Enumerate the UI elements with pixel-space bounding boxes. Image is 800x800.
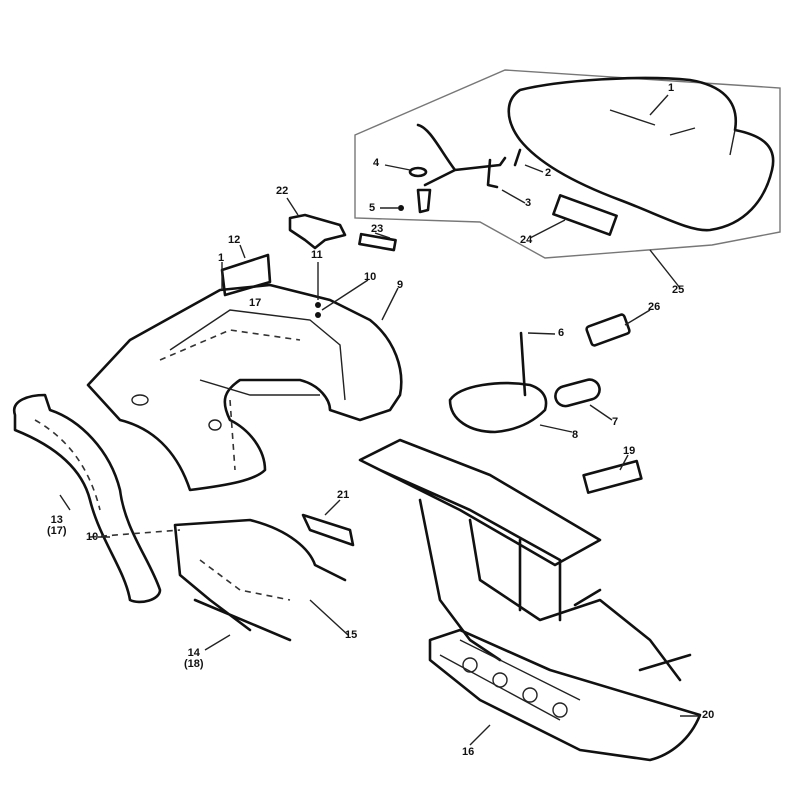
washer bbox=[408, 166, 428, 178]
seat-cushion bbox=[507, 76, 775, 232]
callout-17: 17 bbox=[249, 297, 262, 309]
callout-25: 25 bbox=[672, 284, 685, 296]
callout-14-18: 14 (18) bbox=[184, 647, 204, 670]
latch-hook bbox=[486, 148, 522, 189]
nut bbox=[398, 205, 404, 211]
pad-19 bbox=[582, 459, 643, 494]
callout-24: 24 bbox=[520, 234, 533, 246]
callout-9: 9 bbox=[397, 279, 404, 291]
callout-26: 26 bbox=[648, 301, 661, 313]
callout-23: 23 bbox=[371, 223, 384, 235]
latch-bracket bbox=[416, 188, 432, 214]
callout-1: 1 bbox=[668, 82, 675, 94]
callout-15: 15 bbox=[345, 629, 358, 641]
callout-13-17: 13 (17) bbox=[47, 514, 67, 537]
callout-5: 5 bbox=[369, 202, 376, 214]
callout-1-fender: 1 bbox=[218, 252, 225, 264]
callout-19: 19 bbox=[623, 445, 636, 457]
bolt-6 bbox=[519, 331, 527, 397]
pad-7 bbox=[554, 378, 601, 408]
tube-26 bbox=[585, 313, 631, 347]
frame bbox=[358, 438, 682, 682]
footrest-13 bbox=[12, 393, 162, 604]
callout-22: 22 bbox=[276, 185, 289, 197]
mud-flap-12 bbox=[220, 253, 272, 297]
strip-23 bbox=[358, 232, 397, 252]
callout-2: 2 bbox=[545, 167, 552, 179]
seat-group-outline bbox=[354, 69, 781, 259]
callout-3: 3 bbox=[525, 197, 532, 209]
callout-7: 7 bbox=[612, 416, 619, 428]
callout-16: 16 bbox=[462, 746, 475, 758]
leader-lines bbox=[59, 94, 700, 746]
callout-4: 4 bbox=[373, 157, 380, 169]
callout-6: 6 bbox=[558, 327, 565, 339]
seat-pad bbox=[552, 194, 618, 236]
footwell-14 bbox=[173, 518, 347, 642]
rear-fender bbox=[86, 283, 403, 492]
plate-21 bbox=[301, 513, 355, 547]
skid-plate-20 bbox=[428, 628, 702, 762]
bracket-22 bbox=[288, 213, 347, 250]
seat-latch-rod bbox=[416, 123, 507, 187]
callout-10: 10 bbox=[364, 271, 377, 283]
callout-8: 8 bbox=[572, 429, 579, 441]
callout-21: 21 bbox=[337, 489, 350, 501]
callout-20: 20 bbox=[702, 709, 715, 721]
callout-12: 12 bbox=[228, 234, 241, 246]
callout-10-left: 10 bbox=[86, 531, 99, 543]
seat-support-8 bbox=[448, 381, 548, 434]
screw-11 bbox=[315, 302, 321, 308]
callout-11: 11 bbox=[311, 249, 323, 261]
